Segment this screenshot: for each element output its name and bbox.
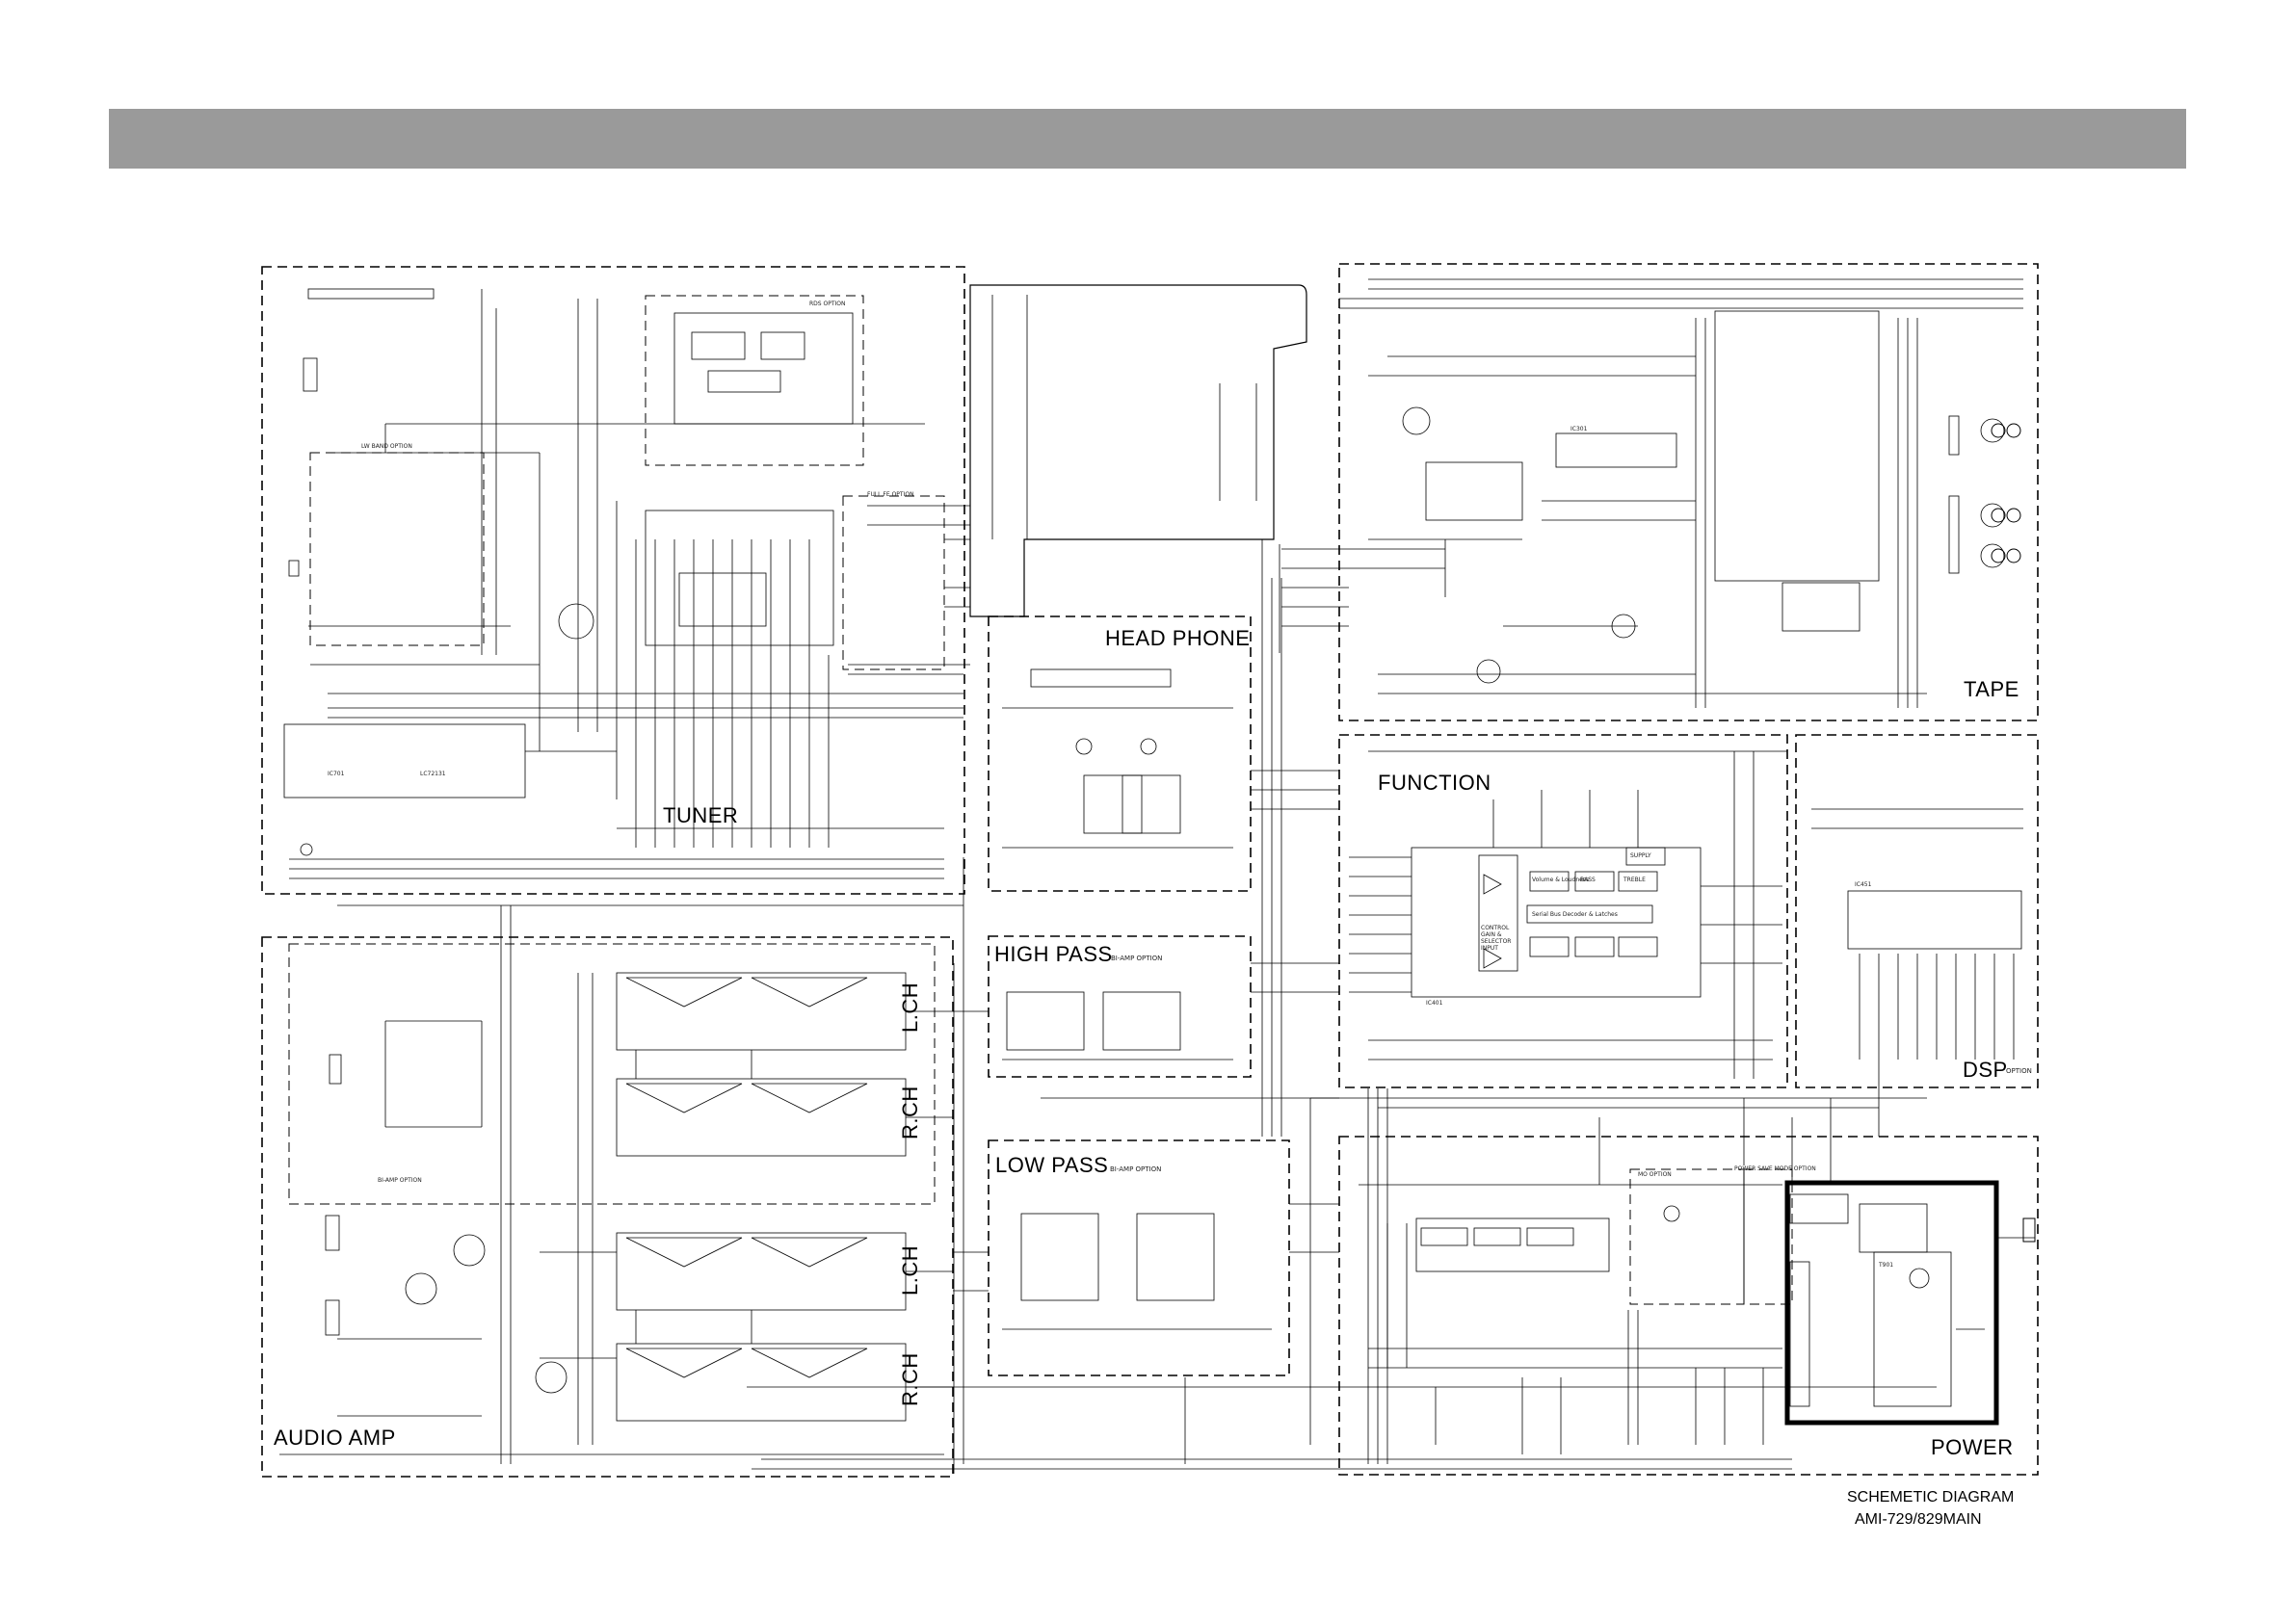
- power-save-option-box: [1743, 1168, 1793, 1305]
- center-connector-pins: [991, 295, 1280, 653]
- tape-ic-label: IC301: [1570, 426, 1588, 432]
- lch-label-1: L.CH: [898, 982, 922, 1033]
- rds-option-label: RDS OPTION: [809, 301, 846, 307]
- power-save-option-label: POWER SAVE MODE OPTION: [1734, 1165, 1816, 1172]
- dsp-wiring: [1811, 808, 2023, 1137]
- tape-section-box: [1338, 263, 2039, 721]
- tape-jacks: [1991, 423, 2036, 1243]
- tape-label: TAPE: [1964, 677, 2019, 701]
- full-fe-option-box: [842, 495, 945, 670]
- block-label-serial-bus: Serial Bus Decoder & Latches: [1532, 911, 1618, 918]
- section-boundaries: [261, 263, 2039, 1478]
- lch-label-2: L.CH: [898, 1244, 922, 1296]
- mo-option-box: [1629, 1168, 1745, 1305]
- dsp-label: DSP: [1963, 1058, 2008, 1082]
- low-pass-label: LOW PASS: [995, 1153, 1109, 1177]
- block-label-treble: TREBLE: [1623, 877, 1646, 883]
- power-transformer-box: [1784, 1180, 1999, 1426]
- audio-amp-wiring: [279, 905, 954, 1464]
- tuner-label: TUNER: [663, 803, 739, 827]
- dsp-ic-label: IC451: [1855, 881, 1872, 888]
- block-label-control-gain: CONTROL GAIN & SELECTOR INPUT: [1481, 925, 1512, 952]
- bi-amp-option-box: [288, 943, 936, 1205]
- caption-model: AMI-729/829MAIN: [1855, 1511, 1982, 1528]
- tuner-wiring: [283, 288, 970, 879]
- dsp-option-label: OPTION: [2006, 1067, 2032, 1075]
- tape-wiring: [1281, 278, 2023, 708]
- headphone-section-box: [988, 615, 1252, 892]
- highpass-section-box: [988, 935, 1252, 1078]
- head-phone-label: HEAD PHONE: [1105, 626, 1251, 650]
- lw-band-option-box: [309, 452, 485, 646]
- filter-sections-wiring: [953, 539, 1339, 1330]
- lw-band-option-label: LW BAND OPTION: [361, 443, 412, 450]
- rch-label-2: R.CH: [898, 1352, 922, 1406]
- bi-amp-option-label: BI-AMP OPTION: [378, 1177, 422, 1184]
- audio-amp-label: AUDIO AMP: [274, 1426, 396, 1450]
- power-transformer-label: T901: [1879, 1262, 1894, 1269]
- high-pass-option-label: BI-AMP OPTION: [1111, 955, 1163, 962]
- power-label: POWER: [1931, 1435, 2014, 1459]
- rch-label-1: R.CH: [898, 1086, 922, 1139]
- rds-option-box: [645, 295, 864, 466]
- power-section-box: [1338, 1136, 2039, 1476]
- block-label-supply: SUPPLY: [1630, 852, 1651, 859]
- caption-title: SCHEMETIC DIAGRAM: [1847, 1489, 2015, 1505]
- low-pass-option-label: BI-AMP OPTION: [1110, 1165, 1162, 1173]
- function-label: FUNCTION: [1378, 771, 1491, 795]
- diagram-caption: SCHEMETIC DIAGRAM AMI-729/829MAIN: [1847, 1486, 2014, 1531]
- function-ic-label: IC401: [1426, 1000, 1443, 1007]
- function-wiring: [1349, 750, 1787, 1079]
- dsp-section-box: [1795, 734, 2039, 1088]
- audio-amp-section-box: [261, 936, 954, 1478]
- power-wiring: [1359, 1184, 2035, 1454]
- tuner-ic-part-label: LC72131: [420, 771, 446, 777]
- function-section-box: [1338, 734, 1788, 1088]
- block-label-volume: Volume & Loudness: [1532, 877, 1590, 883]
- header-bar: [109, 109, 2186, 169]
- connector-panel: [969, 284, 1307, 617]
- interconnect-buses: [337, 857, 1937, 1474]
- high-pass-label: HIGH PASS: [994, 942, 1113, 966]
- block-label-bass: BASS: [1580, 877, 1596, 883]
- mo-option-label: MO OPTION: [1638, 1171, 1672, 1178]
- tuner-section-box: [261, 266, 965, 895]
- tuner-ic-label: IC701: [328, 771, 345, 777]
- full-fe-option-label: FULL FE OPTION: [867, 491, 914, 498]
- lowpass-section-box: [988, 1139, 1290, 1376]
